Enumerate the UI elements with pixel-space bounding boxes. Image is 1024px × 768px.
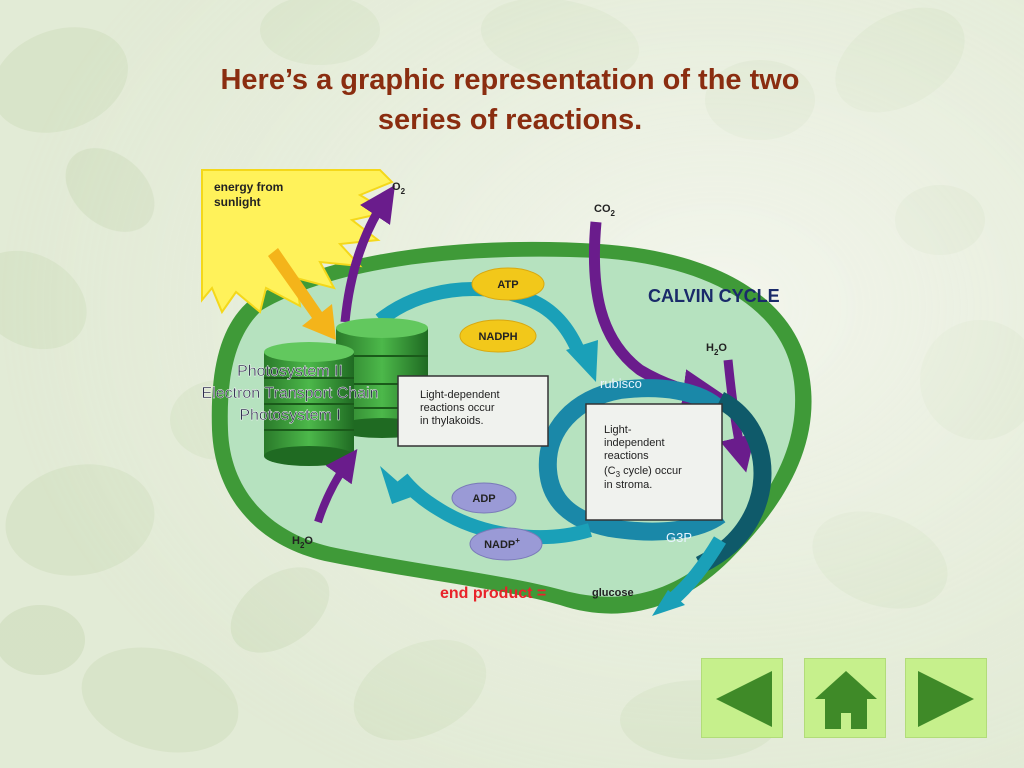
nadp-pill [469,527,543,561]
nadp-label: NADP+ [484,536,520,551]
o2-label: O2 [392,181,406,196]
thylakoid-stack-front [264,342,354,466]
home-button[interactable] [804,658,886,738]
photosystem-2-label: Photosystem II [237,363,343,380]
atp-flow-arrowhead [566,340,598,382]
end-product-label: end product = [440,585,546,602]
photosystem-1-label: Photosystem I [239,407,340,424]
back-button[interactable] [701,658,783,738]
light-independent-line-3: reactions [604,450,649,462]
calvin-cycle-loop [538,379,727,541]
light-independent-line-1: Light- [604,424,632,436]
light-independent-line-4: (C3 cycle) occur [604,465,682,479]
light-dependent-box [397,375,549,447]
g3p-arrowhead [652,590,685,616]
light-dependent-line-2: reactions occur [420,402,495,414]
glucose-label: glucose [592,587,634,599]
adp-return-arrowhead [380,466,414,504]
atp-pill [471,267,545,301]
nadph-label: NADPH [478,331,517,343]
house-icon [815,671,877,729]
slide-title: Here’s a graphic representation of the t… [140,60,880,140]
rubisco-label: rubisco [600,376,642,391]
o2-arrow [340,185,395,323]
sunlight-label-1: energy from [214,180,283,194]
light-dependent-line-1: Light-dependent [420,389,500,401]
sunlight-label-2: sunlight [214,195,261,209]
adp-pill [451,482,517,514]
co2-label: CO2 [594,203,616,218]
h2o-bottom-label: H2O [292,535,313,550]
g3p-arrow [667,536,727,606]
forward-button[interactable] [905,658,987,738]
title-line-2: series of reactions. [377,104,643,136]
adp-return-arrow [396,473,593,545]
left-triangle-icon [716,671,772,727]
g3p-label: G3P [666,530,692,545]
right-triangle-icon [918,671,974,727]
electron-transport-label: Electron Transport Chain [202,385,379,402]
h2o-top-label: H2O [706,342,727,357]
light-dependent-line-3: in thylakoids. [420,415,484,427]
light-energy-arrow [268,248,336,340]
adp-label: ADP [472,493,495,505]
calvin-cycle-label: CALVIN CYCLE [648,286,780,306]
light-independent-line-5: in stroma. [604,479,652,491]
nadph-pill [459,319,537,353]
light-independent-box [585,403,723,521]
h2o-bottom-arrow [314,449,358,524]
title-line-1: Here’s a graphic representation of the t… [220,64,800,96]
atp-label: ATP [497,279,518,291]
light-independent-line-2: independent [604,437,665,449]
